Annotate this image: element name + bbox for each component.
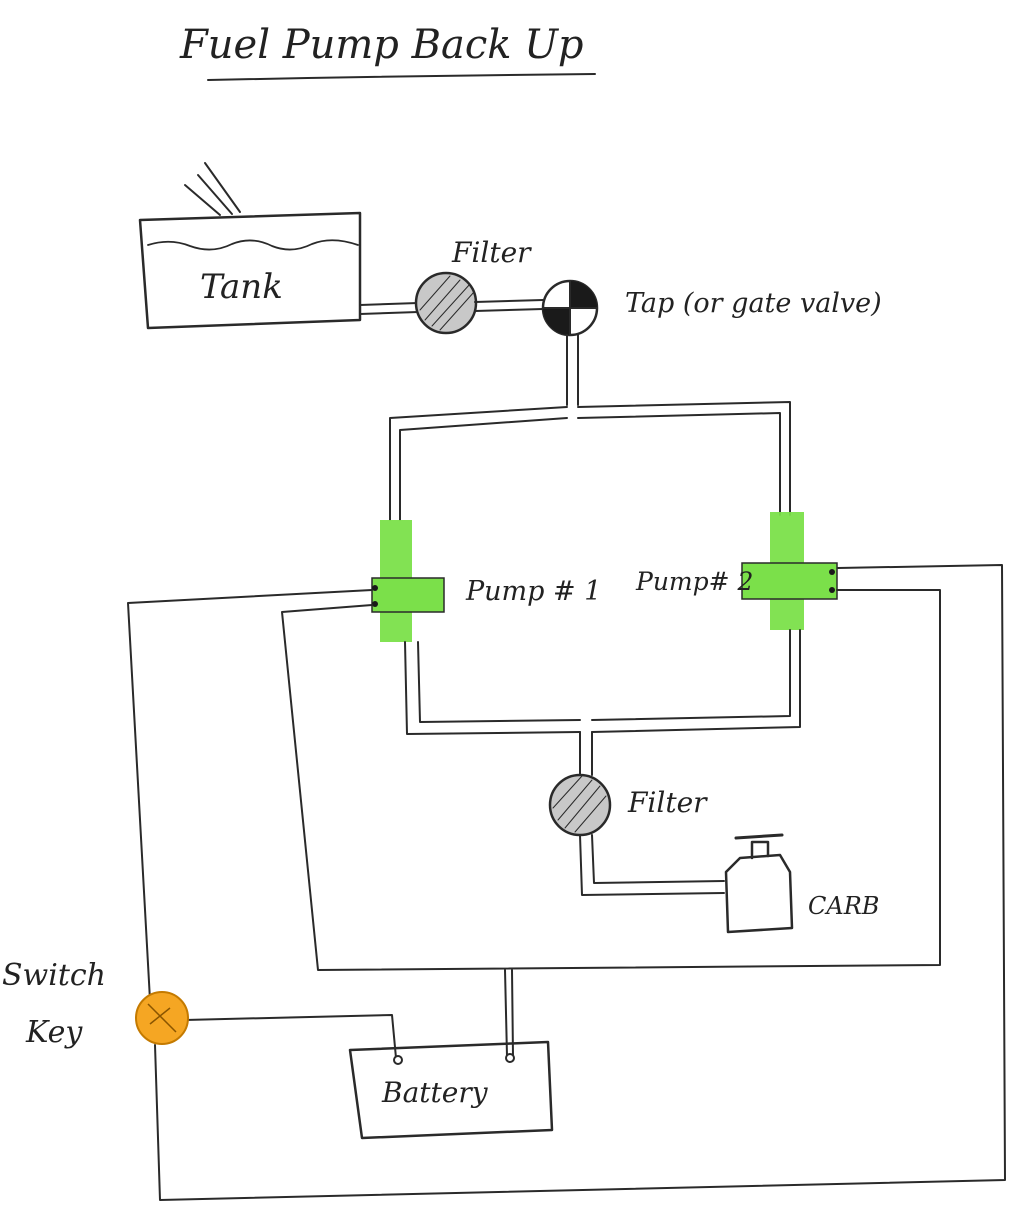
fuel-line-to-filter-bottom [579, 731, 593, 776]
wire-ground-battery [504, 969, 514, 1057]
fuel-line-filter-tap [474, 299, 544, 312]
pump-2 [741, 512, 838, 630]
filter-top-icon [414, 271, 478, 335]
switch-key-icon [135, 991, 189, 1045]
fuel-line-tap-split [566, 334, 579, 406]
wire-inner-loop [281, 589, 941, 971]
pump-1-label: Pump # 1 [465, 576, 601, 607]
carb-label: CARB [808, 892, 879, 920]
filter-top-label: Filter [451, 236, 532, 269]
battery-label: Battery [381, 1076, 489, 1109]
wire-switch-battery [184, 1014, 397, 1059]
switch-label-line2: Key [25, 1015, 83, 1050]
fuel-line-bottom-manifold [404, 629, 801, 735]
fuel-line-filter-carb [579, 834, 725, 896]
carburetor-icon [724, 833, 794, 934]
title-underline [207, 73, 596, 81]
tank-vent-pipe [184, 162, 241, 216]
tap-label: Tap (or gate valve) [625, 288, 882, 319]
fuel-line-tank-filter [359, 302, 419, 315]
wire-outer-loop [127, 564, 1006, 1201]
filter-bottom-label: Filter [627, 786, 708, 819]
diagram-title: Fuel Pump Back Up [179, 22, 584, 68]
battery-terminal-negative [505, 1053, 515, 1063]
tap-valve-icon [541, 279, 599, 337]
pump-1 [371, 520, 445, 642]
battery-terminal-positive [393, 1055, 403, 1065]
tank-label: Tank [200, 267, 283, 307]
fuel-tank: Tank [138, 162, 362, 330]
switch-label-line1: Switch [2, 958, 106, 993]
battery [348, 1040, 554, 1140]
pump-2-label: Pump# 2 [635, 567, 753, 596]
fuel-line-top-manifold [389, 401, 791, 521]
